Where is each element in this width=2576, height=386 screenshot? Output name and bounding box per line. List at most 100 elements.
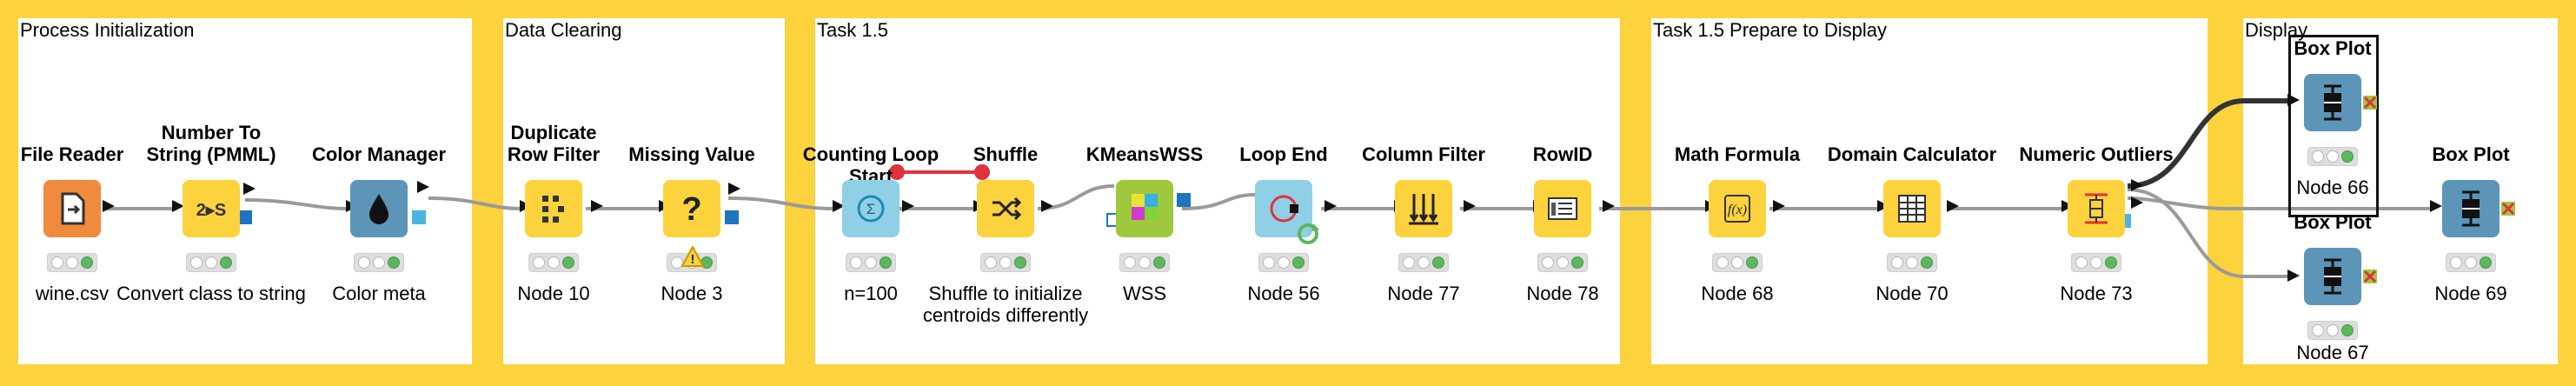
- node-caption-line1: Shuffle to initialize: [928, 283, 1083, 304]
- disconnected-port-icon: [2363, 96, 2377, 110]
- numeric-outliers-icon[interactable]: [2068, 180, 2125, 237]
- model-port: [725, 210, 739, 224]
- duplicate-row-filter-icon[interactable]: [525, 180, 582, 237]
- node-caption: Node 10: [517, 283, 590, 304]
- node-title-line1: Number To: [161, 122, 262, 143]
- port-arrow: [417, 181, 429, 193]
- node-caption: Node 68: [1701, 283, 1774, 304]
- connection-wire: [2127, 188, 2287, 278]
- file-reader-icon[interactable]: [43, 180, 101, 237]
- node-title: RowID: [1532, 143, 1593, 165]
- node-caption: Node 56: [1247, 283, 1320, 304]
- node-caption: Convert class to string: [116, 283, 306, 304]
- node-status-lights: [846, 253, 896, 272]
- port-arrow: [1773, 200, 1785, 212]
- port-arrow: [728, 183, 740, 195]
- svg-text:!: !: [691, 252, 695, 267]
- node-title: Loop End: [1239, 143, 1328, 165]
- disconnected-port-icon: [2501, 202, 2515, 216]
- shuffle-icon[interactable]: [977, 180, 1034, 237]
- node-caption: Node 3: [661, 283, 723, 304]
- node-title: Math Formula: [1674, 143, 1801, 165]
- port-arrow: [2430, 200, 2442, 212]
- kmeans-icon[interactable]: [1116, 180, 1173, 237]
- annotation-title: Task 1.5 Prepare to Display: [1653, 19, 1888, 41]
- svg-text:f(x): f(x): [1728, 203, 1747, 217]
- annotation-display[interactable]: Display: [2243, 18, 2558, 364]
- port-arrow: [1041, 200, 1053, 212]
- annotation-task-1-5[interactable]: Task 1.5: [815, 18, 1620, 364]
- node-title: Column Filter: [1362, 143, 1485, 165]
- column-filter-icon[interactable]: [1395, 180, 1452, 237]
- node-status-lights: [354, 253, 404, 272]
- math-formula-icon[interactable]: f(x): [1709, 180, 1766, 237]
- node-title: Box Plot: [2432, 143, 2510, 165]
- node-title: File Reader: [20, 143, 124, 165]
- annotation-title: Data Clearing: [505, 19, 622, 41]
- svg-text:Σ: Σ: [866, 201, 876, 217]
- connection-wire: [428, 196, 522, 210]
- connection-wire: [244, 198, 349, 210]
- domain-calculator-icon[interactable]: [1883, 180, 1941, 237]
- node-title: Shuffle: [973, 143, 1039, 165]
- loop-start-icon[interactable]: Σ: [842, 180, 900, 237]
- node-status-lights: [980, 253, 1031, 272]
- connection-wire: [1181, 193, 1256, 210]
- svg-text:?: ?: [681, 191, 701, 228]
- node-title-line1: Duplicate: [510, 122, 597, 143]
- node-title: Missing Value: [628, 143, 755, 165]
- node-status-lights: [1119, 253, 1170, 272]
- node-status-lights: [47, 253, 97, 272]
- node-status-lights: [1398, 253, 1449, 272]
- port-arrow: [1464, 200, 1476, 212]
- color-manager-icon[interactable]: [350, 180, 408, 237]
- port-arrow: [2131, 179, 2143, 191]
- node-status-lights: [1537, 253, 1588, 272]
- rowid-icon[interactable]: [1534, 180, 1591, 237]
- node-title-line2: String (PMML): [146, 143, 276, 165]
- node-status-lights: [2071, 253, 2121, 272]
- node-caption: Node 69: [2434, 283, 2507, 304]
- node-caption: Node 73: [2060, 283, 2133, 304]
- node-caption: Node 66: [2296, 176, 2369, 198]
- model-port: [1177, 193, 1191, 207]
- node-caption-line2: centroids differently: [922, 304, 1089, 326]
- connection-wire: [2127, 196, 2430, 210]
- port-arrow: [1603, 200, 1615, 212]
- port-arrow: [833, 200, 845, 212]
- annotation-title: Task 1.5: [817, 19, 888, 41]
- node-status-lights: [1887, 253, 1937, 272]
- annotation-title: Process Initialization: [20, 19, 195, 41]
- loop-refresh-icon: [1298, 223, 1319, 244]
- node-caption: Node 78: [1526, 283, 1599, 304]
- port-arrow: [172, 200, 184, 212]
- model-port: [238, 210, 252, 224]
- port-arrow: [243, 183, 256, 195]
- missing-value-icon[interactable]: ?: [663, 180, 720, 237]
- node-title: Numeric Outliers: [2019, 143, 2174, 165]
- node-status-lights: [2307, 147, 2358, 166]
- selection-frame: [2288, 35, 2379, 217]
- flow-variable-port: [889, 164, 905, 180]
- connection-wire: [727, 196, 835, 210]
- node-status-lights: [1258, 253, 1309, 272]
- number-to-string-icon[interactable]: 2▸S: [183, 180, 240, 237]
- node-caption: WSS: [1122, 283, 1167, 304]
- node-status-lights: [2446, 253, 2496, 272]
- connection-wire: [2127, 98, 2287, 189]
- box-plot-icon[interactable]: [2304, 248, 2361, 305]
- port-arrow: [591, 200, 603, 212]
- node-caption: Node 70: [1876, 283, 1949, 304]
- box-plot-icon[interactable]: [2304, 74, 2361, 131]
- node-title: Box Plot: [2294, 211, 2372, 233]
- node-status-lights: [2307, 321, 2358, 340]
- model-port: [412, 210, 426, 224]
- port-arrow: [1947, 200, 1959, 212]
- node-caption: n=100: [844, 283, 898, 304]
- port-arrow: [902, 200, 914, 212]
- box-plot-icon[interactable]: [2442, 180, 2500, 237]
- node-title: Box Plot: [2294, 37, 2372, 59]
- node-caption: Node 67: [2296, 342, 2369, 363]
- port-arrow: [103, 200, 115, 212]
